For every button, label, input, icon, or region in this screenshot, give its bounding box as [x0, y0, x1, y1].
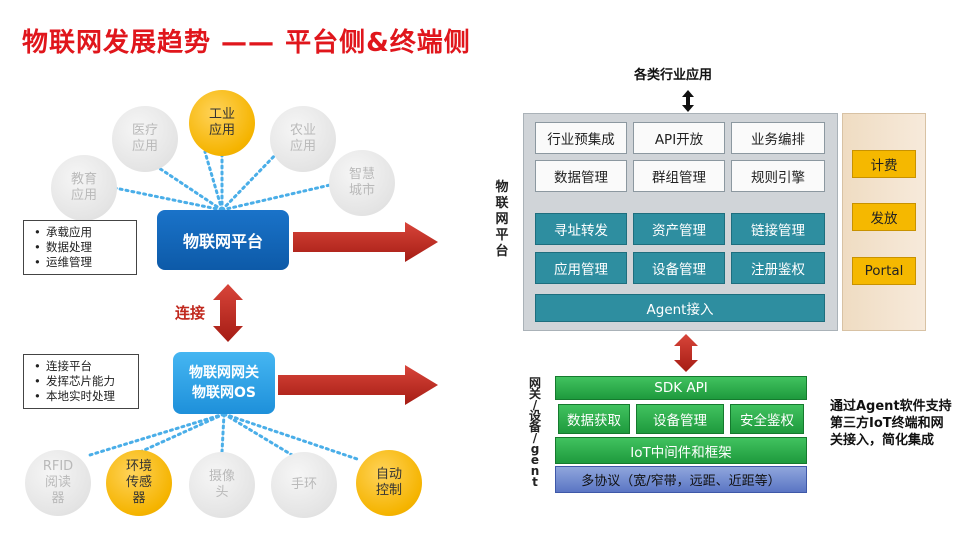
- app-cell: 业务编排: [731, 122, 825, 154]
- education-app-circle: 教育 应用: [51, 155, 117, 221]
- industrial-app-circle: 工业 应用: [189, 90, 255, 156]
- device-cell: 数据获取: [558, 404, 630, 434]
- platform-bullet-item: 承载应用: [34, 225, 130, 240]
- panel-double-arrow: [674, 334, 698, 372]
- rfid-reader-circle: RFID 阅读 器: [25, 450, 91, 516]
- platform-bullet-item: 运维管理: [34, 255, 130, 270]
- app-cell: 规则引擎: [731, 160, 825, 192]
- platform-right-arrow: [293, 222, 438, 262]
- app-cell: 群组管理: [633, 160, 725, 192]
- platform-side-label: 物 联 网 平 台: [495, 180, 509, 259]
- provisioning-cell: 发放: [852, 203, 916, 231]
- camera-circle: 摄像 头: [189, 452, 255, 518]
- agent-note: 通过Agent软件支持第三方IoT终端和网关接入，简化集成: [830, 399, 952, 448]
- core-cell: 注册鉴权: [731, 252, 825, 284]
- iot-platform-box: 物联网平台: [157, 210, 289, 270]
- platform-bullet-list: 承载应用 数据处理 运维管理: [23, 220, 137, 275]
- smart-city-circle: 智慧 城市: [329, 150, 395, 216]
- core-cell: 链接管理: [731, 213, 825, 245]
- device-cell: 安全鉴权: [730, 404, 804, 434]
- core-cell: 应用管理: [535, 252, 627, 284]
- connect-label: 连接: [175, 304, 206, 322]
- auto-control-circle: 自动 控制: [356, 450, 422, 516]
- core-cell: 设备管理: [633, 252, 725, 284]
- device-side-label: 网 关 / 设 备 / g e n t: [528, 376, 541, 489]
- portal-cell: Portal: [852, 257, 916, 285]
- app-cell: 数据管理: [535, 160, 627, 192]
- gateway-right-arrow: [278, 365, 438, 405]
- medical-app-circle: 医疗 应用: [112, 106, 178, 172]
- platform-bullet-item: 数据处理: [34, 240, 130, 255]
- app-cell: 行业预集成: [535, 122, 627, 154]
- agent-access-bar: Agent接入: [535, 294, 825, 322]
- core-cell: 资产管理: [633, 213, 725, 245]
- core-cell: 寻址转发: [535, 213, 627, 245]
- env-sensor-circle: 环境 传感 器: [106, 450, 172, 516]
- sdk-api-bar: SDK API: [555, 376, 807, 400]
- iot-gateway-box: 物联网网关 物联网OS: [173, 352, 275, 414]
- industry-apps-label: 各类行业应用: [634, 68, 713, 83]
- gateway-bullet-item: 发挥芯片能力: [34, 374, 132, 389]
- billing-cell: 计费: [852, 150, 916, 178]
- gateway-dotted-lines: [88, 412, 362, 462]
- agriculture-app-circle: 农业 应用: [270, 106, 336, 172]
- industry-double-arrow: [682, 90, 694, 112]
- connect-double-arrow: [213, 284, 243, 342]
- app-cell: API开放: [633, 122, 725, 154]
- gateway-bullet-list: 连接平台 发挥芯片能力 本地实时处理: [23, 354, 139, 409]
- device-cell: 设备管理: [636, 404, 724, 434]
- gateway-bullet-item: 连接平台: [34, 359, 132, 374]
- gateway-bullet-item: 本地实时处理: [34, 389, 132, 404]
- wristband-circle: 手环: [271, 452, 337, 518]
- middleware-bar: IoT中间件和框架: [555, 437, 807, 464]
- protocol-bar: 多协议（宽/窄带，远距、近距等）: [555, 466, 807, 493]
- page-title: 物联网发展趋势 —— 平台侧&终端侧: [22, 28, 471, 58]
